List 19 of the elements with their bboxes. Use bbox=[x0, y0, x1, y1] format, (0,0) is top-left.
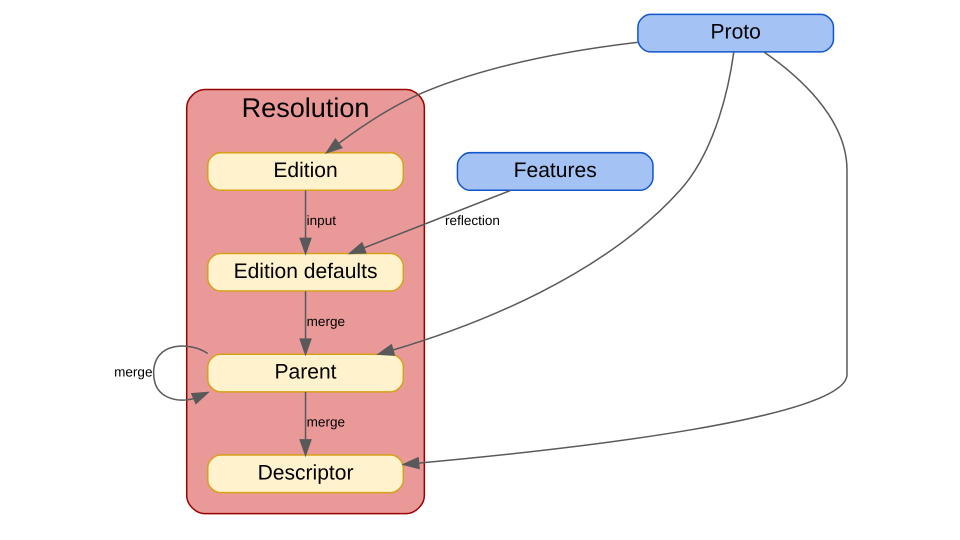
arrow bbox=[152, 345, 210, 405]
edge-label: reflection bbox=[445, 213, 500, 228]
arrow bbox=[401, 52, 848, 470]
edge-label: merge bbox=[114, 364, 152, 380]
edge-label: merge bbox=[306, 414, 345, 430]
node-box: Edition bbox=[207, 152, 404, 192]
node-box: Descriptor bbox=[207, 454, 404, 494]
node-box: Features bbox=[456, 152, 654, 192]
edge-label: merge bbox=[306, 314, 345, 329]
arrow bbox=[299, 190, 312, 256]
edge-label: input bbox=[306, 213, 336, 228]
arrow bbox=[324, 42, 638, 154]
arrow bbox=[299, 392, 312, 458]
arrow bbox=[299, 291, 312, 356]
node-box: Edition defaults bbox=[207, 252, 404, 292]
node-box: Parent bbox=[207, 353, 404, 393]
arrow bbox=[348, 190, 511, 254]
arrow bbox=[376, 52, 734, 356]
node-box: Proto bbox=[637, 14, 834, 53]
